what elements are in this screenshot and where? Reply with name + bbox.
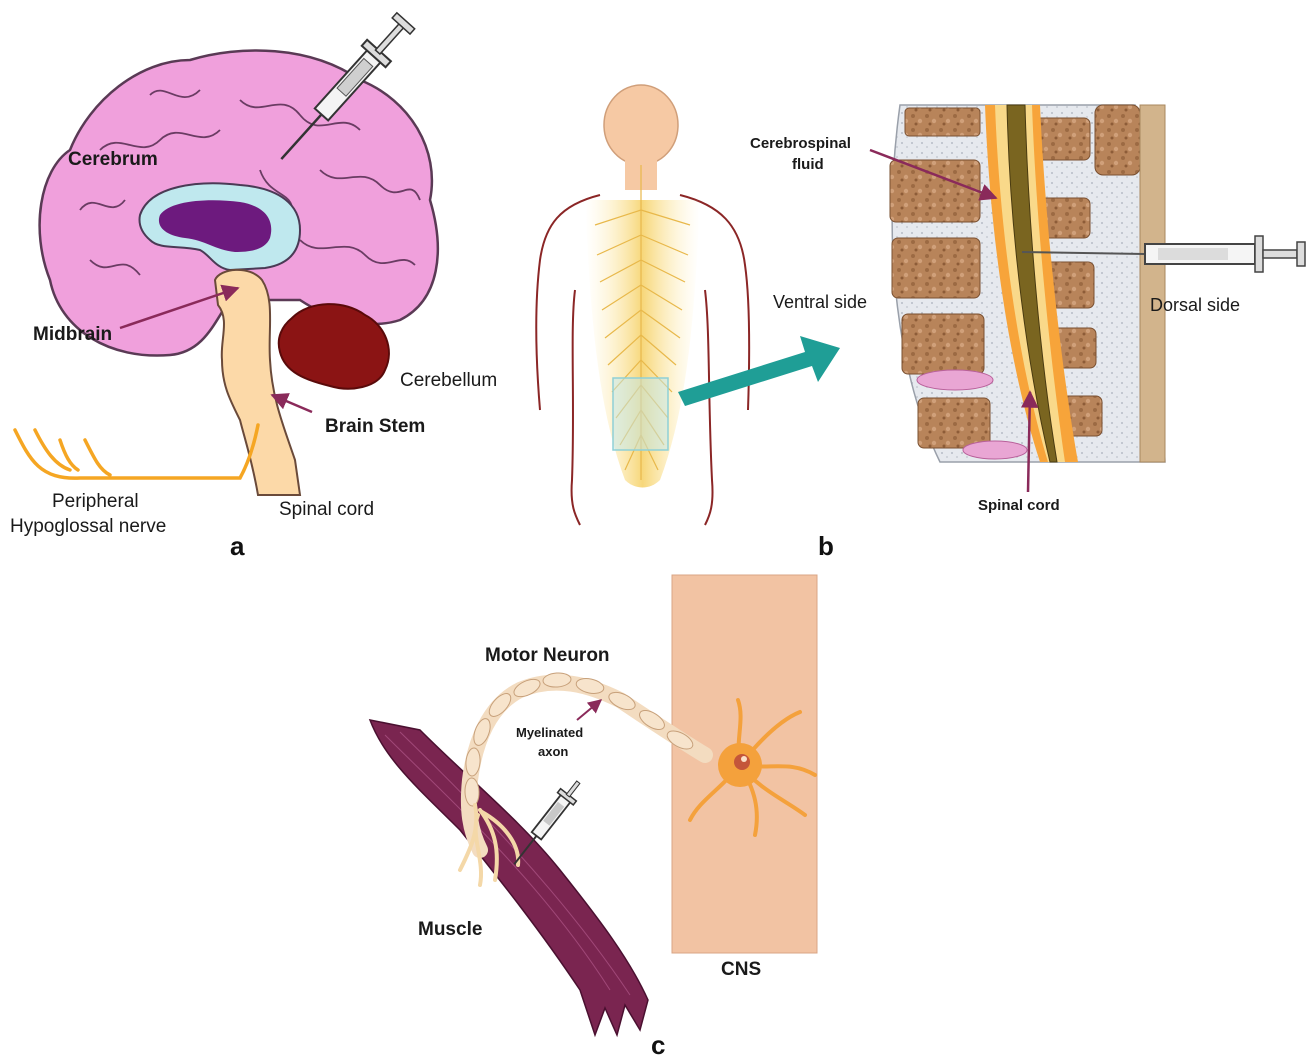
midbrain-label: Midbrain xyxy=(33,324,112,345)
nerve-label-line2: Hypoglossal nerve xyxy=(10,516,166,537)
head-shape xyxy=(604,85,678,165)
dorsal-tissue xyxy=(1140,105,1165,462)
cerebellum-label: Cerebellum xyxy=(400,370,497,391)
cerebrum-label: Cerebrum xyxy=(68,149,158,170)
axon-arrow xyxy=(577,700,601,720)
cns-label: CNS xyxy=(721,959,761,980)
panel-letter-c: c xyxy=(651,1030,665,1059)
spinal-cord-label-b: Spinal cord xyxy=(978,497,1060,514)
nerve-label-line1: Peripheral xyxy=(52,491,139,512)
axon-label-line2: axon xyxy=(538,744,568,759)
lumbar-highlight xyxy=(613,378,668,450)
panel-a: Cerebrum Midbrain Cerebellum Brain Stem … xyxy=(10,10,497,561)
panel-c: Motor Neuron Myelinated axon Muscle CNS … xyxy=(370,575,817,1059)
csf-label-line2: fluid xyxy=(792,156,824,173)
motor-neuron-label: Motor Neuron xyxy=(485,645,610,666)
brain-stem-label: Brain Stem xyxy=(325,416,425,437)
muscle-label: Muscle xyxy=(418,919,482,940)
brain-stem-shape xyxy=(215,270,300,495)
arrow-icon xyxy=(678,336,840,406)
panel-letter-b: b xyxy=(818,531,834,561)
dorsal-label: Dorsal side xyxy=(1150,295,1240,315)
ventral-label: Ventral side xyxy=(773,292,867,312)
muscle-shape xyxy=(370,720,648,1035)
csf-label-line1: Cerebrospinal xyxy=(750,135,851,152)
panel-b: Cerebrospinal fluid Ventral side Dorsal … xyxy=(536,85,1305,561)
hypoglossal-nerve xyxy=(15,425,258,478)
spinal-cord-label-a: Spinal cord xyxy=(279,499,374,520)
panel-letter-a: a xyxy=(230,531,245,561)
axon-label-line1: Myelinated xyxy=(516,725,583,740)
